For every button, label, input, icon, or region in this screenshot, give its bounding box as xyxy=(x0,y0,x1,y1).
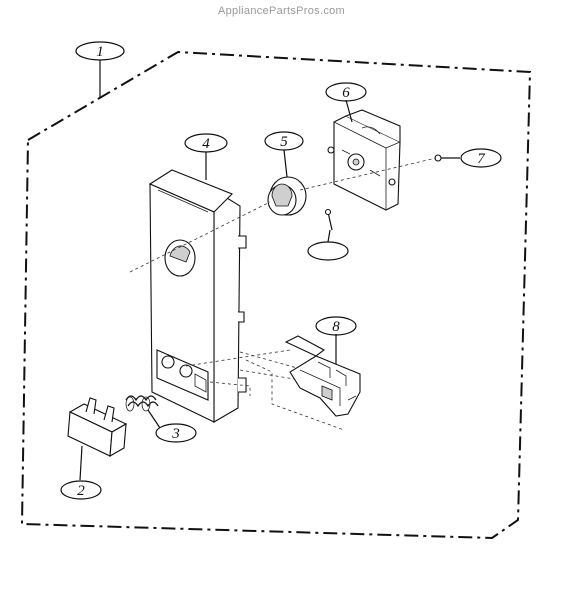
switch-holder xyxy=(284,335,361,417)
callout-1[interactable]: 1 xyxy=(75,41,125,97)
callout-3[interactable]: 3 xyxy=(147,409,197,443)
callout-blank xyxy=(307,229,349,261)
timer-motor xyxy=(327,109,401,211)
callout-1-label: 1 xyxy=(96,44,104,60)
control-panel-housing xyxy=(148,169,247,423)
timer-screw xyxy=(324,208,333,231)
callout-4[interactable]: 4 xyxy=(184,133,228,180)
timer-knob xyxy=(267,176,307,216)
callout-8-label: 8 xyxy=(332,319,340,335)
screw-7 xyxy=(434,154,460,162)
callout-4-label: 4 xyxy=(202,136,210,152)
spring xyxy=(125,395,159,412)
callout-6[interactable]: 6 xyxy=(325,82,367,123)
site-watermark: AppliancePartsPros.com xyxy=(217,5,346,17)
callout-7[interactable]: 7 xyxy=(460,148,502,168)
callout-6-label: 6 xyxy=(342,85,350,101)
assembly-boundary xyxy=(20,50,532,540)
door-release-button xyxy=(67,397,128,457)
callout-7-label: 7 xyxy=(477,151,486,167)
callout-8[interactable]: 8 xyxy=(315,316,357,364)
callout-5[interactable]: 5 xyxy=(264,131,304,178)
callout-2[interactable]: 2 xyxy=(60,445,102,500)
callout-5-label: 5 xyxy=(280,134,288,150)
callout-2-label: 2 xyxy=(77,483,85,499)
callout-3-label: 3 xyxy=(171,426,180,442)
